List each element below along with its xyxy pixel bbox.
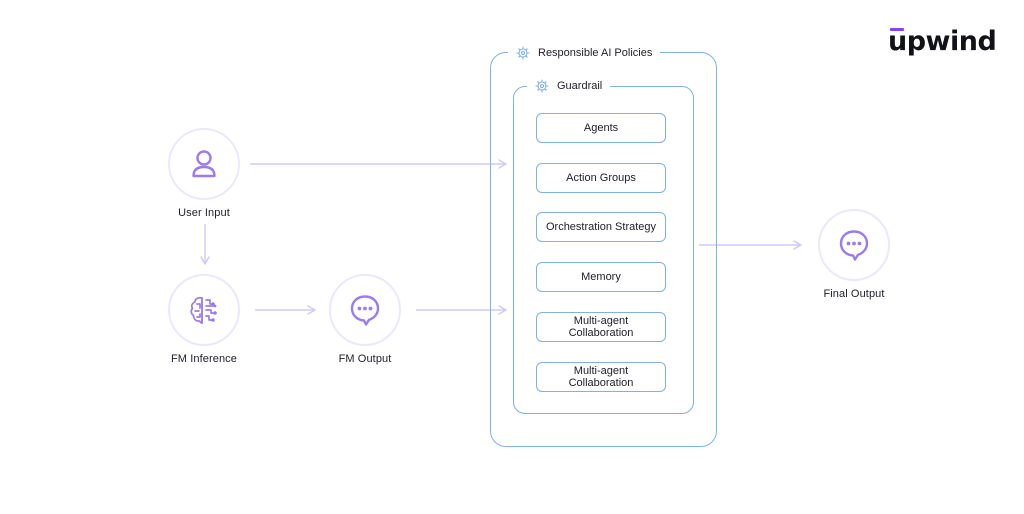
- guardrail-title: Guardrail: [527, 78, 611, 94]
- guardrail-item-memory: Memory: [536, 262, 666, 292]
- guardrail-item-orchestration-strategy: Orchestration Strategy: [536, 212, 666, 242]
- guardrail-item-multi-agent-collaboration-2: Multi-agent Collaboration: [536, 362, 666, 392]
- user-icon: [192, 150, 216, 178]
- chat-bubble-icon: [839, 230, 869, 261]
- guardrail-item-action-groups: Action Groups: [536, 163, 666, 193]
- user-input-node: [168, 128, 240, 200]
- fm-inference-node: [168, 274, 240, 346]
- fm-output-label: FM Output: [338, 353, 392, 365]
- final-output-node: [818, 209, 890, 281]
- user-input-label: User Input: [178, 207, 230, 219]
- final-output-label: Final Output: [823, 288, 885, 300]
- logo-accent-bar: [890, 28, 904, 31]
- responsible-ai-policies-label: Responsible AI Policies: [538, 47, 653, 59]
- responsible-ai-policies-title: Responsible AI Policies: [508, 45, 661, 61]
- brain-circuit-icon: [190, 296, 217, 324]
- guardrail-item-agents: Agents: [536, 113, 666, 143]
- brain-gear-icon: [535, 79, 549, 93]
- logo-text: upwind: [888, 26, 997, 57]
- chat-bubble-icon: [350, 295, 380, 326]
- guardrail-label: Guardrail: [557, 80, 603, 92]
- guardrail-item-multi-agent-collaboration: Multi-agent Collaboration: [536, 312, 666, 342]
- fm-inference-label: FM Inference: [170, 353, 237, 365]
- upwind-logo: upwind: [888, 24, 997, 60]
- fm-output-node: [329, 274, 401, 346]
- brain-gear-icon: [516, 46, 530, 60]
